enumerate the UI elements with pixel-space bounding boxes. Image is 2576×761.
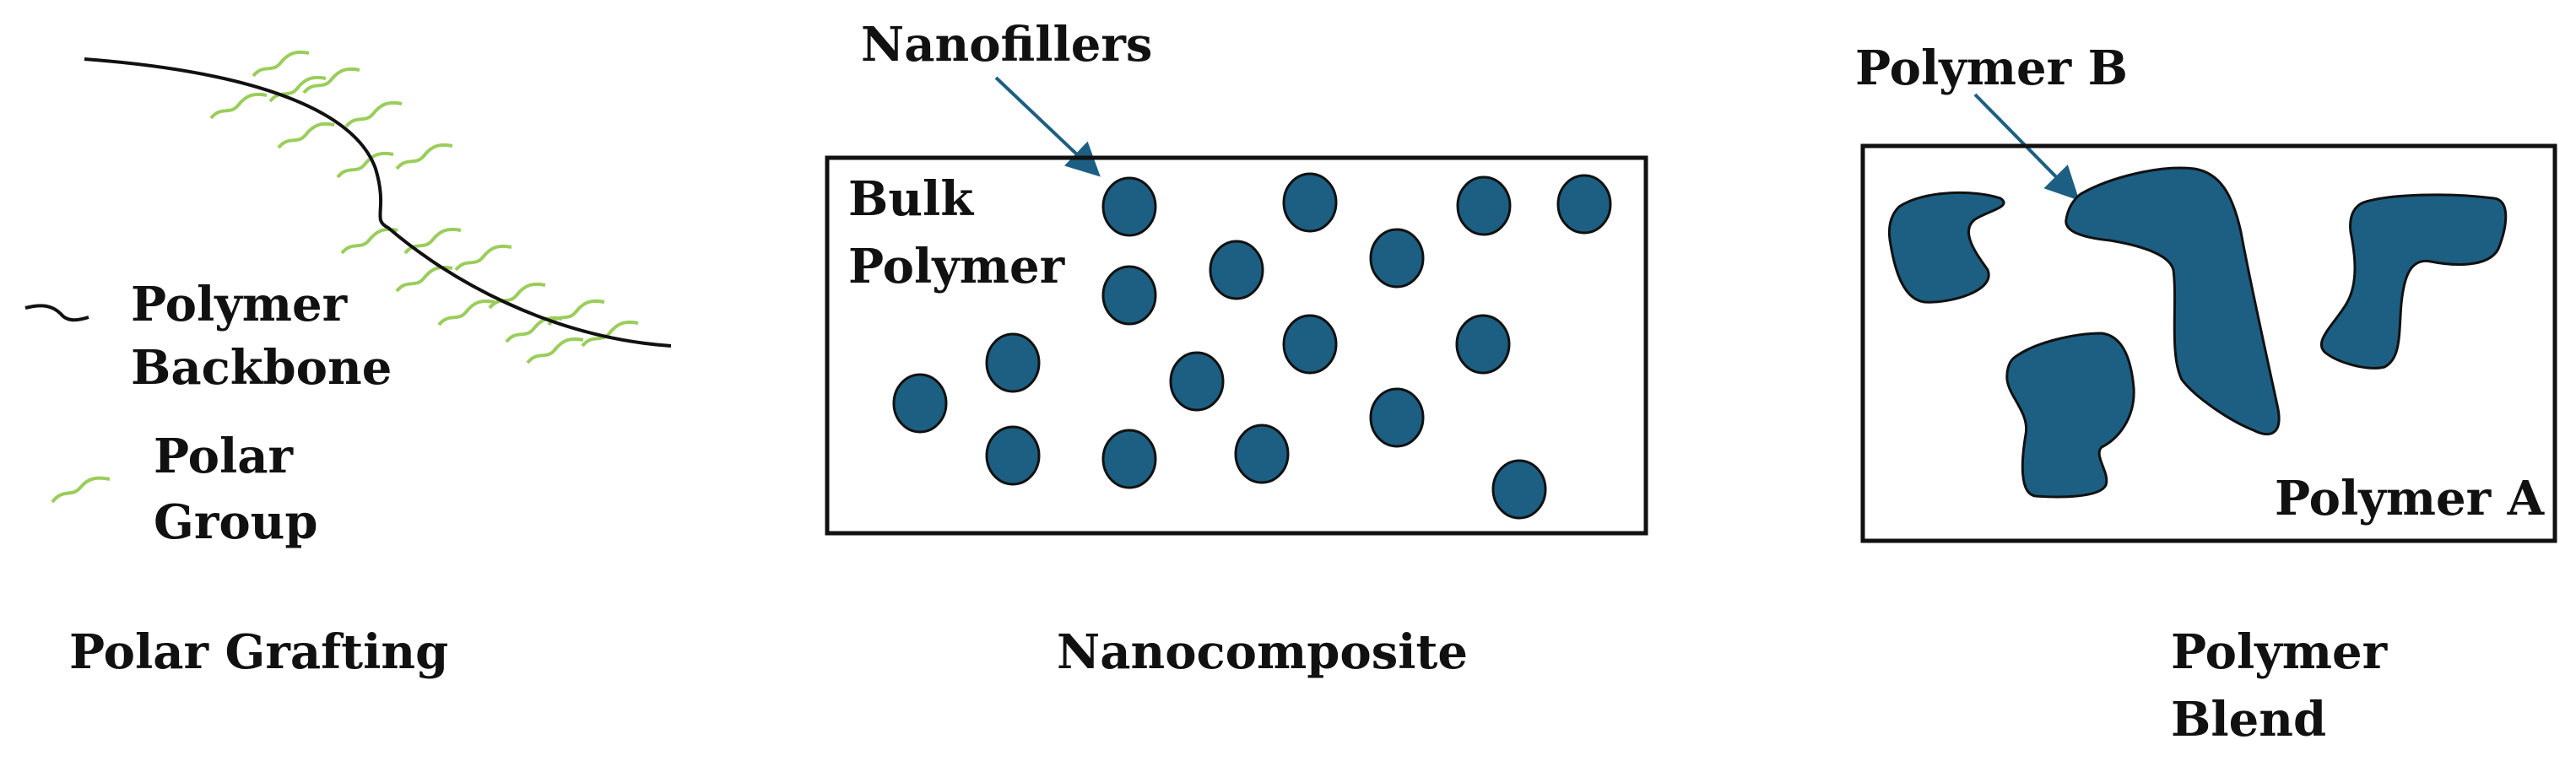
legend-backbone-swatch bbox=[24, 304, 89, 322]
bulk-polymer-label-line2: Polymer bbox=[848, 239, 1066, 294]
nanofiller-particle bbox=[1369, 387, 1425, 448]
polymer-b-domain-3 bbox=[2005, 332, 2135, 499]
panel-nanocomposite: Nanofillers Bulk Polymer Nanocomposite bbox=[825, 17, 1648, 680]
nanofiller-particle bbox=[1101, 176, 1157, 237]
nanofiller-particle bbox=[1101, 429, 1157, 489]
polymer-a-box bbox=[1860, 143, 2557, 543]
caption-nanocomposite: Nanocomposite bbox=[1057, 624, 1468, 680]
nanofiller-particle bbox=[1369, 228, 1425, 289]
nanofillers-label: Nanofillers bbox=[861, 17, 1152, 73]
nanofiller-particle bbox=[1456, 175, 1512, 236]
caption-polymer-blend-line2: Blend bbox=[2171, 692, 2326, 748]
nanofiller-particle bbox=[1556, 174, 1612, 235]
nanofiller-particle bbox=[1234, 424, 1290, 484]
polar-group-squiggle bbox=[302, 67, 360, 94]
polar-group-squiggle bbox=[547, 299, 605, 327]
polar-group-squiggle bbox=[340, 227, 398, 255]
nanofiller-particle bbox=[892, 373, 948, 434]
polar-group-squiggle bbox=[526, 337, 584, 364]
legend-backbone-label-line2: Backbone bbox=[131, 340, 392, 396]
polar-group-squiggle bbox=[252, 50, 310, 78]
polymer-b-domain-1 bbox=[1887, 191, 2005, 304]
polar-group-squiggle bbox=[437, 299, 495, 327]
caption-polymer-blend-line1: Polymer bbox=[2171, 624, 2389, 680]
nanofiller-particle bbox=[1282, 172, 1338, 233]
polar-group-squiggle bbox=[505, 316, 563, 343]
polar-group-squiggle bbox=[344, 100, 403, 128]
polymer-b-label: Polymer B bbox=[1855, 40, 2128, 96]
nanofiller-particle bbox=[985, 332, 1041, 393]
legend-polar-group-label-line1: Polar bbox=[154, 429, 295, 484]
legend-polar-group-swatch bbox=[51, 476, 111, 504]
polar-group-squiggle bbox=[454, 244, 512, 272]
nanofiller-particle bbox=[1209, 240, 1264, 300]
polar-group-cluster bbox=[209, 50, 639, 364]
polar-group-squiggle bbox=[581, 320, 639, 348]
nanofiller-particle bbox=[1455, 314, 1511, 375]
caption-polar-grafting: Polar Grafting bbox=[69, 624, 448, 680]
polymer-b-domain-2 bbox=[2065, 166, 2281, 435]
legend-polar-group-label-line2: Group bbox=[154, 494, 318, 550]
nanofiller-particle bbox=[1282, 314, 1338, 375]
panel-polar-grafting: Polymer Backbone Polar Group Polar Graft… bbox=[24, 50, 672, 680]
polymer-a-label: Polymer A bbox=[2275, 471, 2546, 526]
polymer-b-domain-4 bbox=[2319, 193, 2508, 370]
polar-group-squiggle bbox=[209, 92, 268, 120]
bulk-polymer-box bbox=[825, 155, 1648, 536]
polymer-backbone-curve bbox=[84, 57, 672, 348]
polar-group-squiggle bbox=[268, 75, 327, 103]
nanofiller-particle bbox=[1169, 351, 1225, 412]
polar-group-squiggle bbox=[395, 143, 453, 170]
polar-group-squiggle bbox=[336, 151, 394, 179]
nanofiller-particle bbox=[1491, 459, 1547, 520]
nanofiller-particle bbox=[1101, 265, 1157, 326]
nanofiller-particles bbox=[892, 172, 1612, 520]
panel-polymer-blend: Polymer B Polymer A Polymer Blend bbox=[1855, 40, 2557, 748]
polar-group-squiggle bbox=[488, 282, 546, 310]
nanofiller-particle bbox=[985, 425, 1041, 486]
legend-backbone-label-line1: Polymer bbox=[131, 277, 349, 332]
polar-group-squiggle bbox=[277, 121, 335, 149]
bulk-polymer-label-line1: Bulk bbox=[848, 171, 974, 227]
